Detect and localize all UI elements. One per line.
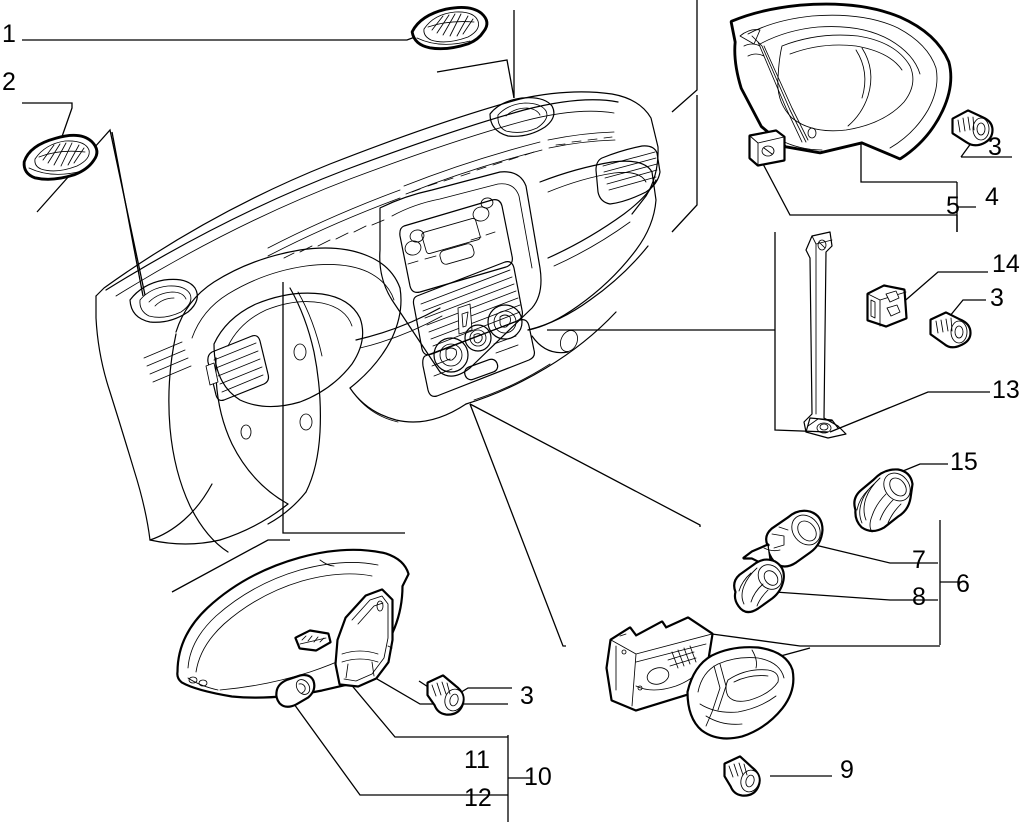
callout-label-10: 10 — [524, 763, 552, 791]
part-3-screw-bottom — [426, 674, 465, 716]
callout-label-1: 1 — [2, 20, 16, 48]
callout-label-6: 6 — [956, 570, 970, 598]
callout-label-4: 4 — [985, 183, 999, 211]
ashtray-lid-trim — [686, 646, 795, 740]
part-8-lighter-illumination-ring — [733, 558, 785, 614]
part-7-lighter-element — [742, 509, 824, 568]
callout-label-14: 14 — [992, 250, 1020, 278]
part-10-steering-column-shroud-lower — [334, 588, 394, 688]
callout-label-2: 2 — [2, 68, 16, 96]
callout-label-15: 15 — [950, 448, 978, 476]
callout-label-11: 11 — [464, 746, 490, 774]
part-13-support-bracket — [803, 231, 847, 439]
callout-label-7: 7 — [912, 546, 926, 574]
callout-label-3-mid-right: 3 — [990, 284, 1004, 312]
callout-label-5: 5 — [946, 192, 960, 220]
callout-label-12: 12 — [464, 784, 492, 812]
leader-lines — [22, 0, 1012, 822]
callout-label-3-top-right: 3 — [988, 133, 1002, 161]
part-12-blanking-plug — [275, 673, 316, 708]
part-14-lock-barrel-housing — [866, 284, 908, 328]
dashboard-main-assembly — [95, 91, 661, 553]
callout-label-3-bottom: 3 — [520, 682, 534, 710]
part-2-speaker-grille-cover-left — [22, 133, 99, 181]
part-5-retaining-clip — [748, 129, 786, 167]
part-11-emblem-badge — [294, 629, 332, 652]
part-15-lighter-socket-body — [853, 468, 914, 533]
callout-label-8: 8 — [912, 583, 926, 611]
part-3-screw-mid-right — [929, 311, 972, 349]
part-9-screw — [723, 755, 761, 797]
part-3-screw-top-right — [951, 109, 994, 147]
callout-label-13: 13 — [992, 376, 1020, 404]
callout-label-9: 9 — [840, 756, 854, 784]
part-1-speaker-grille-cover-right — [410, 5, 489, 51]
ashtray-housing — [605, 616, 714, 712]
part-4-end-trim-panel — [729, 2, 953, 161]
